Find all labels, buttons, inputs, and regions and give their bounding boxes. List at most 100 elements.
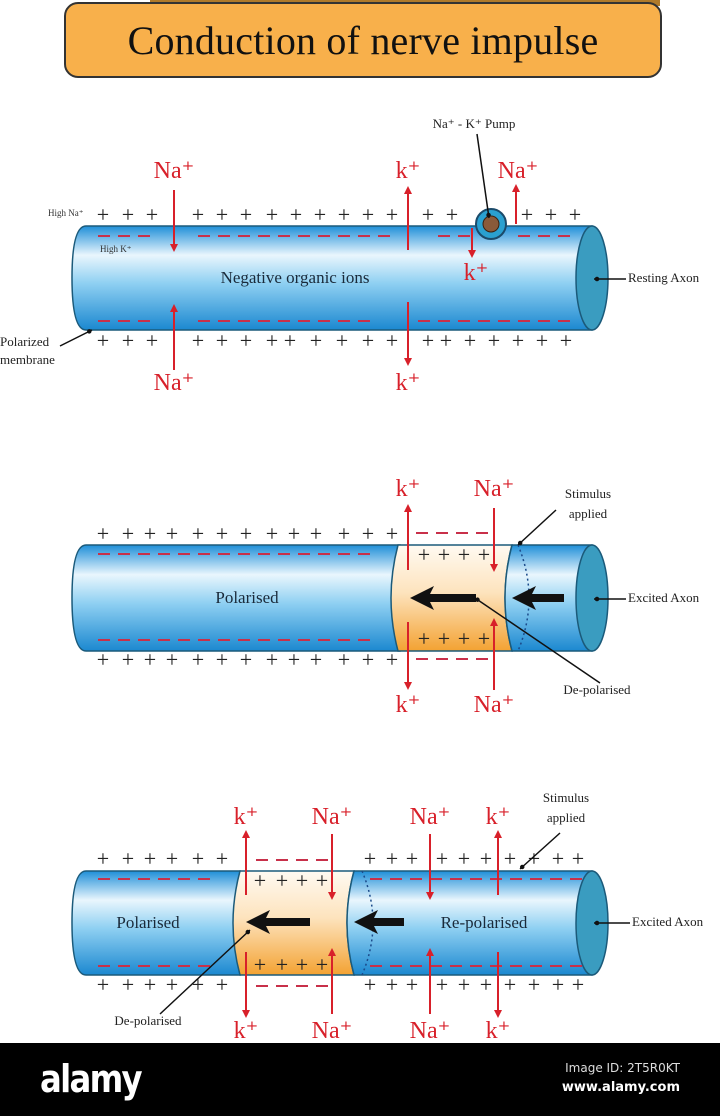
outside-positive-charge: + xyxy=(480,846,492,871)
outside-positive-charge: + xyxy=(406,846,418,871)
outside-positive-charge: + xyxy=(338,647,350,672)
stimulus-label: Stimulus xyxy=(543,790,589,805)
ion-label-k: k⁺ xyxy=(396,692,421,718)
stimulus-ring xyxy=(361,870,374,976)
outside-positive-charge: + xyxy=(338,202,350,227)
outside-positive-charge: + xyxy=(216,846,228,871)
outside-positive-charge: + xyxy=(386,202,398,227)
polarised-axon-body xyxy=(71,870,241,976)
inside-positive-charge: + xyxy=(254,868,266,893)
ion-label-na: Na⁺ xyxy=(474,476,515,502)
outside-positive-charge: + xyxy=(266,328,278,353)
footer-url: www.alamy.com xyxy=(561,1080,680,1095)
ion-label-k: k⁺ xyxy=(396,476,421,502)
high-k-label: High K⁺ xyxy=(100,244,132,254)
ion-label-k: k⁺ xyxy=(464,260,489,286)
outside-positive-charge: + xyxy=(97,328,109,353)
outside-positive-charge: + xyxy=(572,846,584,871)
outside-positive-charge: + xyxy=(362,202,374,227)
ion-label-na: Na⁺ xyxy=(410,1018,451,1043)
pump-label: Na⁺ - K⁺ Pump xyxy=(433,116,516,131)
outside-positive-charge: + xyxy=(266,521,278,546)
ion-label-na: Na⁺ xyxy=(312,1018,353,1043)
stimulus-pointer xyxy=(519,832,561,870)
inside-positive-charge: + xyxy=(458,542,470,567)
outside-positive-charge: + xyxy=(338,521,350,546)
outside-positive-charge: + xyxy=(122,846,134,871)
polarized-membrane-label: membrane xyxy=(0,352,55,367)
inside-positive-charge: + xyxy=(276,868,288,893)
outside-positive-charge: + xyxy=(314,202,326,227)
outside-positive-charge: + xyxy=(436,846,448,871)
outside-positive-charge: + xyxy=(192,521,204,546)
outside-positive-charge: + xyxy=(146,202,158,227)
outside-positive-charge: + xyxy=(122,202,134,227)
outside-positive-charge: + xyxy=(97,972,109,997)
polarised-axon-body xyxy=(71,544,401,652)
outside-positive-charge: + xyxy=(166,846,178,871)
outside-positive-charge: + xyxy=(122,972,134,997)
outside-positive-charge: + xyxy=(552,972,564,997)
outside-positive-charge: + xyxy=(364,972,376,997)
outside-positive-charge: + xyxy=(362,647,374,672)
impulse-direction-arrow xyxy=(410,586,476,610)
polarized-membrane-label: Polarized xyxy=(0,334,50,349)
impulse-direction-arrow xyxy=(246,910,310,934)
stimulus-label: applied xyxy=(547,810,586,825)
resting-axon-end xyxy=(575,225,609,331)
outside-positive-charge: + xyxy=(336,328,348,353)
depolarised-pointer xyxy=(159,929,251,1015)
excited-axon-end xyxy=(575,544,609,652)
outside-positive-charge: + xyxy=(480,972,492,997)
outside-positive-charge: + xyxy=(310,521,322,546)
outside-positive-charge: + xyxy=(97,647,109,672)
title-banner: Conduction of nerve impulse xyxy=(64,2,662,78)
excited-axon-label: Excited Axon xyxy=(632,914,704,929)
inside-positive-charge: + xyxy=(316,952,328,977)
outside-positive-charge: + xyxy=(240,521,252,546)
outside-positive-charge: + xyxy=(458,972,470,997)
outside-positive-charge: + xyxy=(144,846,156,871)
stimulus-label: applied xyxy=(569,506,608,521)
outside-positive-charge: + xyxy=(560,328,572,353)
impulse-direction-arrow xyxy=(354,910,404,934)
outside-positive-charge: + xyxy=(192,647,204,672)
polarised-label: Polarised xyxy=(215,588,279,607)
outside-positive-charge: + xyxy=(528,846,540,871)
outside-positive-charge: + xyxy=(436,972,448,997)
outside-positive-charge: + xyxy=(240,328,252,353)
outside-positive-charge: + xyxy=(422,202,434,227)
outside-positive-charge: + xyxy=(545,202,557,227)
outside-positive-charge: + xyxy=(362,521,374,546)
outside-positive-charge: + xyxy=(97,846,109,871)
depolarised-pointer xyxy=(474,597,601,684)
impulse-direction-arrow xyxy=(512,586,564,610)
outside-positive-charge: + xyxy=(216,202,228,227)
outside-positive-charge: + xyxy=(216,972,228,997)
ion-label-na: Na⁺ xyxy=(312,804,353,830)
ion-label-k: k⁺ xyxy=(486,804,511,830)
outside-positive-charge: + xyxy=(266,647,278,672)
excited-axon-label: Excited Axon xyxy=(628,590,700,605)
inside-positive-charge: + xyxy=(276,952,288,977)
polarised-label: Polarised xyxy=(116,913,180,932)
outside-positive-charge: + xyxy=(569,202,581,227)
footer-bar: alamy Image ID: 2T5R0KT www.alamy.com xyxy=(0,1043,720,1116)
page-title: Conduction of nerve impulse xyxy=(127,17,599,63)
outside-positive-charge: + xyxy=(422,328,434,353)
outside-positive-charge: + xyxy=(552,846,564,871)
inside-positive-charge: + xyxy=(316,868,328,893)
outside-positive-charge: + xyxy=(288,521,300,546)
ion-label-k: k⁺ xyxy=(396,370,421,396)
outside-positive-charge: + xyxy=(464,328,476,353)
outside-positive-charge: + xyxy=(290,202,302,227)
ion-label-na: Na⁺ xyxy=(154,158,195,184)
outside-positive-charge: + xyxy=(521,202,533,227)
outside-positive-charge: + xyxy=(446,202,458,227)
outside-positive-charge: + xyxy=(240,647,252,672)
stimulus-label: Stimulus xyxy=(565,486,611,501)
ion-label-k: k⁺ xyxy=(396,158,421,184)
outside-positive-charge: + xyxy=(528,972,540,997)
ion-label-na: Na⁺ xyxy=(474,692,515,718)
outside-positive-charge: + xyxy=(122,647,134,672)
